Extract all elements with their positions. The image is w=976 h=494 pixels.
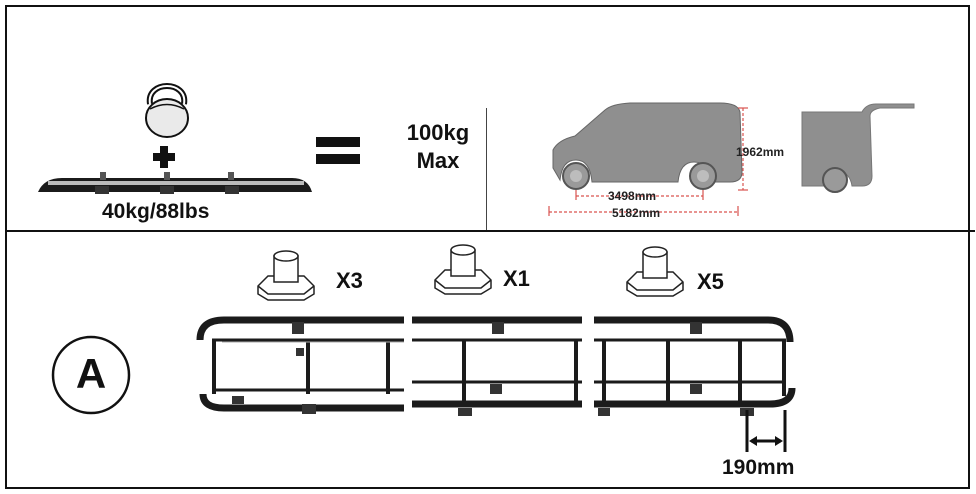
kettlebell-icon	[145, 83, 189, 138]
equals-icon	[316, 137, 360, 164]
spacing-dimension	[745, 410, 787, 452]
van-rear-view	[801, 103, 915, 193]
length-label: 5182mm	[612, 206, 660, 220]
mounting-foot-icon	[434, 244, 492, 295]
spacing-label: 190mm	[722, 456, 795, 479]
max-load-word: Max	[416, 148, 460, 173]
rack-weight-label: 40kg/88lbs	[102, 200, 210, 223]
diagram-frame	[5, 5, 970, 489]
foot-quantity-1: X3	[336, 268, 363, 293]
foot-quantity-3: X5	[697, 269, 724, 294]
wheelbase-label: 3498mm	[608, 189, 656, 203]
step-label: A	[75, 350, 107, 397]
van-side-view	[552, 102, 743, 190]
mounting-foot-icon	[626, 246, 684, 297]
section-divider-vertical	[486, 108, 487, 230]
roof-rack-side-icon	[38, 172, 312, 194]
plus-icon	[153, 146, 175, 168]
rack-module-left	[196, 316, 404, 414]
rack-module-right	[594, 316, 796, 416]
section-divider-horizontal	[5, 230, 975, 232]
dimension-lines	[548, 107, 748, 216]
height-label: 1962mm	[736, 145, 784, 159]
step-circle	[51, 335, 131, 415]
max-load-value: 100kg	[406, 120, 470, 145]
mounting-foot-icon	[257, 250, 315, 301]
rack-module-middle	[412, 316, 582, 416]
foot-quantity-2: X1	[503, 266, 530, 291]
